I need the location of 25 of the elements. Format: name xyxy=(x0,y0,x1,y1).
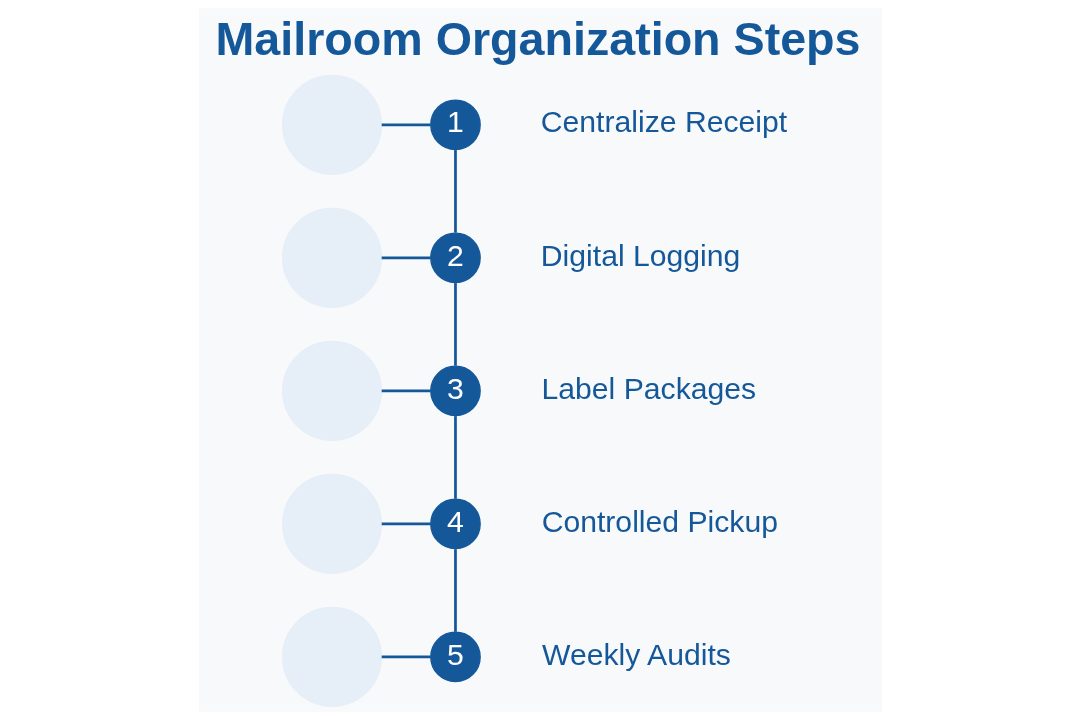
connector xyxy=(453,416,457,499)
node-circle xyxy=(281,473,382,574)
node-circle xyxy=(281,74,382,175)
node-label: Controlled Pickup xyxy=(541,504,778,538)
node-circle: 4 xyxy=(429,498,481,550)
connector xyxy=(381,522,431,526)
node-circle: 3 xyxy=(429,365,481,417)
node-label: Weekly Audits xyxy=(541,637,731,671)
diagram-title: Mailroom Organization Steps xyxy=(214,13,861,66)
connector xyxy=(453,549,457,632)
node-circle xyxy=(281,207,382,308)
connector xyxy=(453,150,457,233)
node-label: Centralize Receipt xyxy=(540,105,787,139)
node-circle xyxy=(281,606,382,707)
node-circle xyxy=(281,340,382,441)
node-label: Label Packages xyxy=(541,371,756,405)
connector xyxy=(381,123,431,127)
connector xyxy=(381,655,431,659)
connector xyxy=(453,283,457,366)
node-circle: 5 xyxy=(429,631,481,683)
node-circle: 1 xyxy=(429,99,481,151)
connector xyxy=(381,256,431,260)
node-label: Digital Logging xyxy=(540,238,740,272)
connector xyxy=(381,389,431,393)
node-circle: 2 xyxy=(429,232,481,284)
